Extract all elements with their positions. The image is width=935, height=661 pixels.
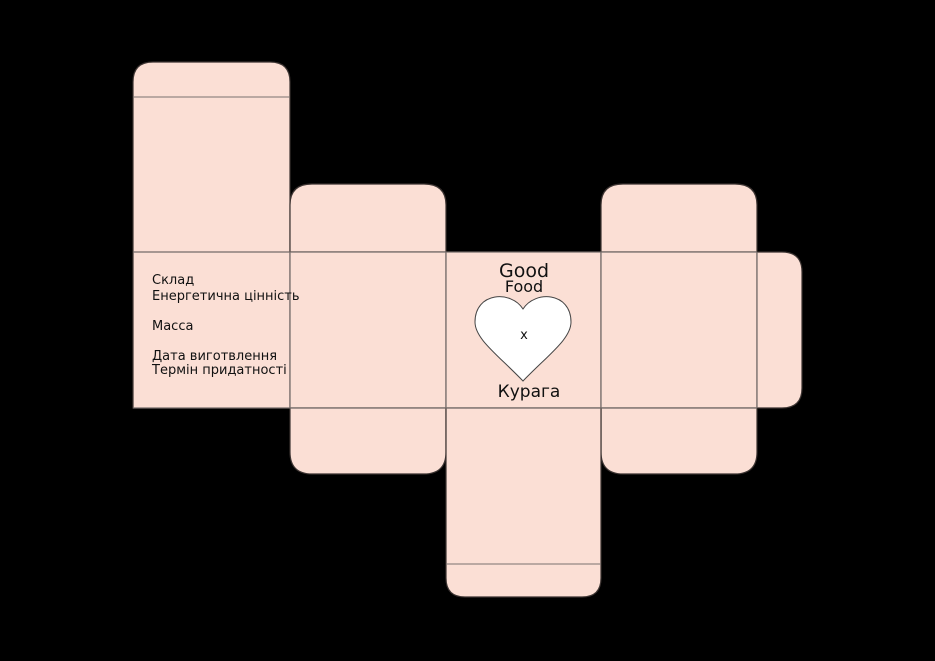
- back-panel: [289, 251, 447, 409]
- lower-dust-flap-right: [600, 407, 758, 475]
- energy-value-label: Енергетична цінність: [152, 289, 300, 304]
- upper-dust-flap-right: [600, 183, 758, 253]
- bottom-panel-with-tuck: [445, 407, 602, 598]
- heart-icon: [474, 296, 572, 382]
- manufacture-date-label: Дата виготвлення: [152, 349, 277, 364]
- brand-title-line1: Good: [499, 260, 549, 282]
- lower-dust-flap-left: [289, 407, 447, 475]
- heart-mark: x: [520, 328, 528, 343]
- glue-flap: [756, 251, 803, 409]
- expiry-label: Термін придатності: [151, 363, 287, 378]
- right-side-panel: [600, 251, 758, 409]
- brand-title-line2: Food: [505, 277, 543, 296]
- composition-label: Склад: [152, 273, 194, 288]
- product-name: Курага: [498, 382, 561, 402]
- upper-dust-flap-left: [289, 183, 447, 253]
- mass-label: Масса: [152, 319, 193, 334]
